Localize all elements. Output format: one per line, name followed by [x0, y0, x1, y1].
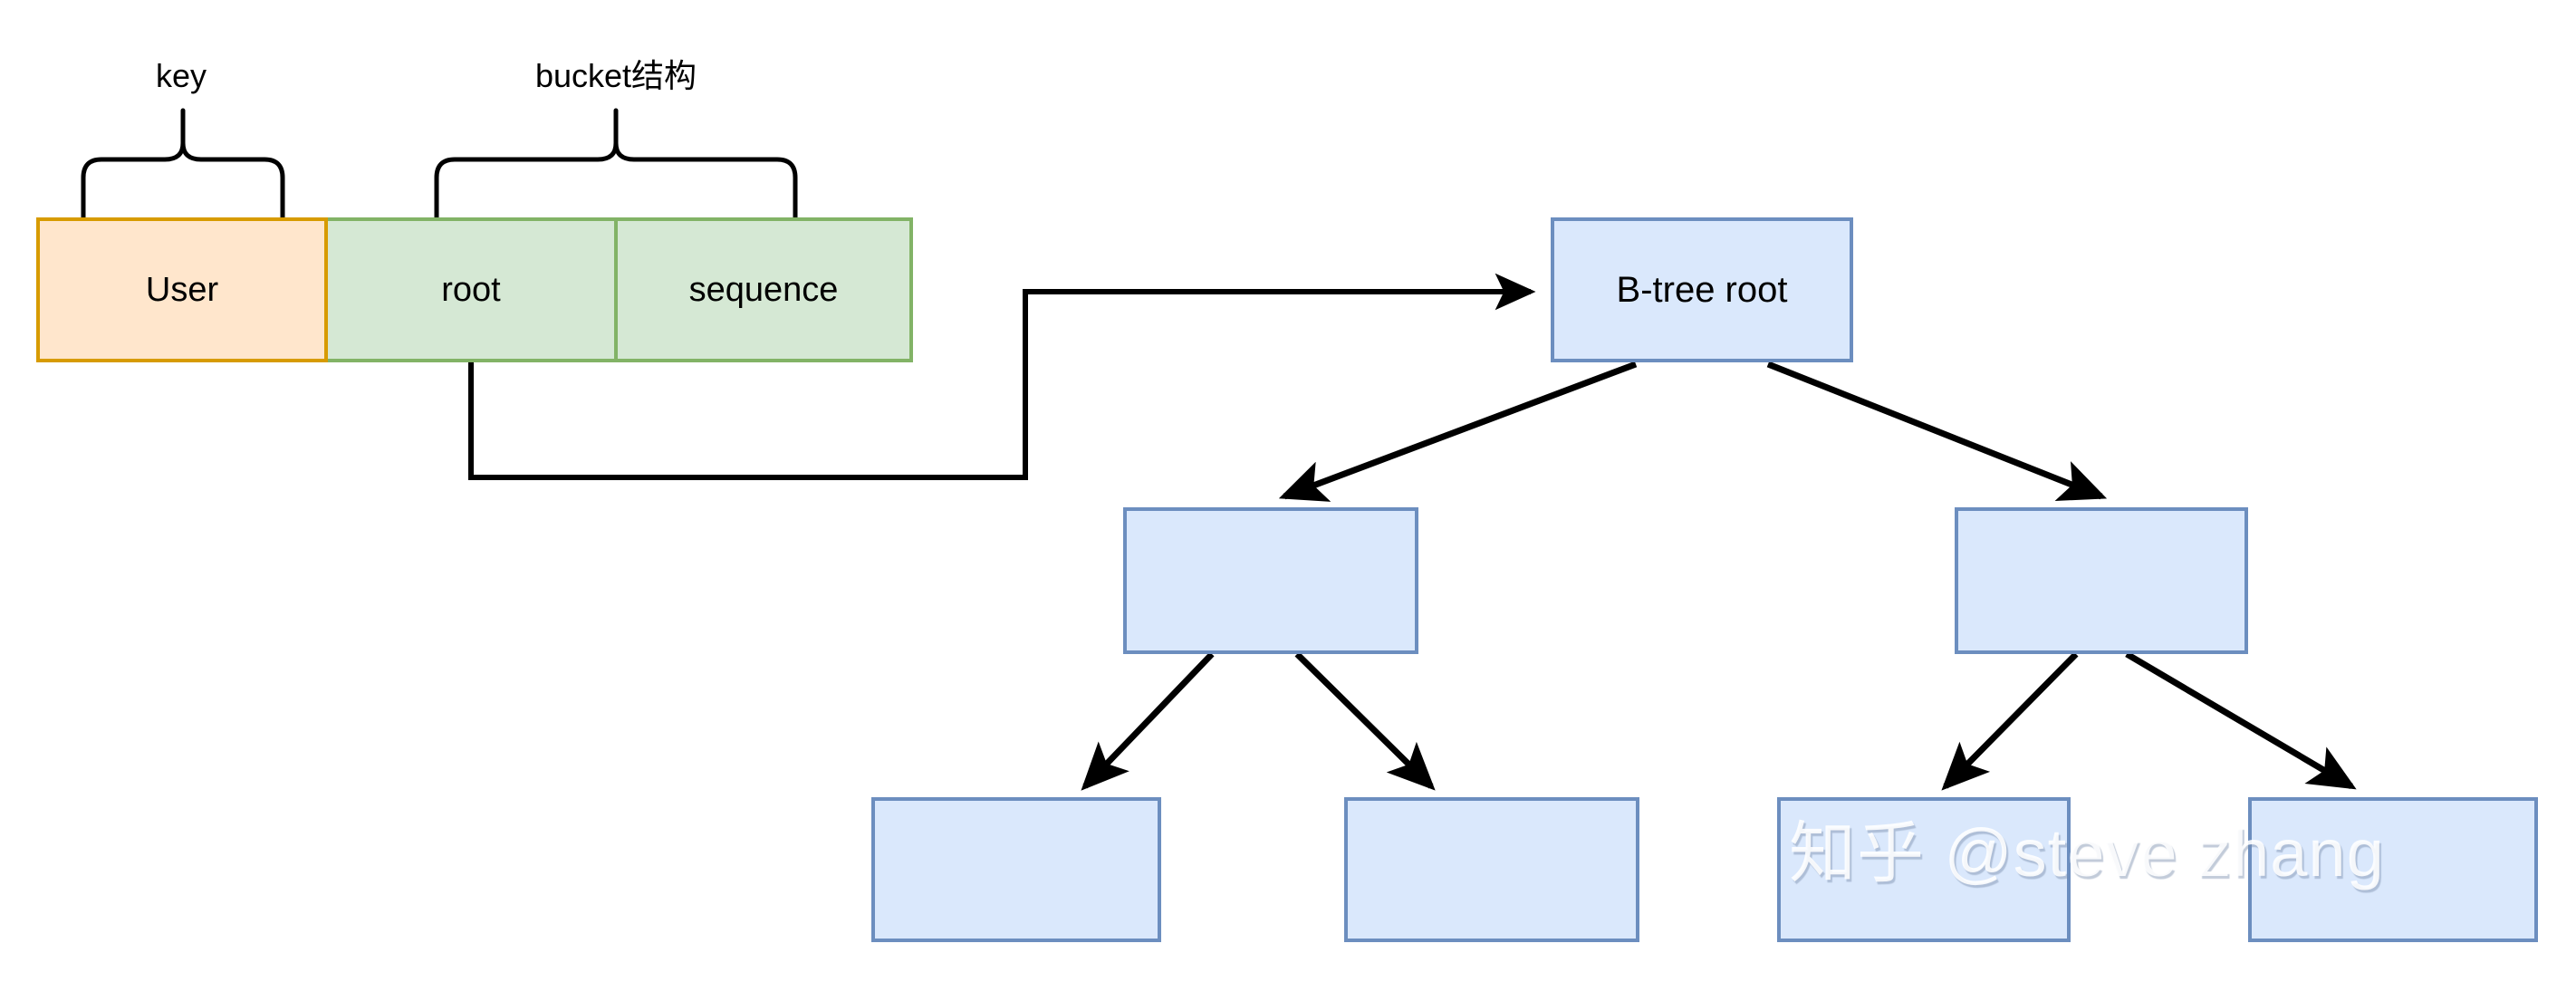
- btree-leaf-node-1[interactable]: [871, 797, 1161, 942]
- btree-leaf-node-3[interactable]: [1777, 797, 2071, 942]
- key-brace-icon: [81, 108, 285, 226]
- edge-internal-left-to-leaf-1: [1081, 651, 1215, 791]
- edge-internal-right-to-leaf-3: [1941, 651, 2079, 791]
- record-cell-root[interactable]: root: [328, 217, 618, 362]
- btree-leaf-node-2[interactable]: [1344, 797, 1639, 942]
- bucket-brace-icon: [434, 108, 798, 226]
- root-to-btree-connector: [468, 273, 1536, 480]
- btree-leaf-node-4[interactable]: [2248, 797, 2538, 942]
- key-caption: key: [155, 57, 207, 94]
- edge-root-to-internal-right: [1766, 361, 2108, 502]
- edge-internal-left-to-leaf-2: [1294, 651, 1436, 791]
- bucket-caption: bucket结构: [534, 57, 697, 94]
- btree-internal-node-right[interactable]: [1955, 507, 2248, 654]
- record-cell-sequence[interactable]: sequence: [618, 217, 913, 362]
- record-cell-key[interactable]: User: [36, 217, 328, 362]
- edge-root-to-internal-left: [1278, 361, 1638, 502]
- edge-internal-right-to-leaf-4: [2125, 650, 2357, 790]
- btree-root-node[interactable]: B-tree root: [1551, 217, 1853, 362]
- btree-internal-node-left[interactable]: [1123, 507, 1418, 654]
